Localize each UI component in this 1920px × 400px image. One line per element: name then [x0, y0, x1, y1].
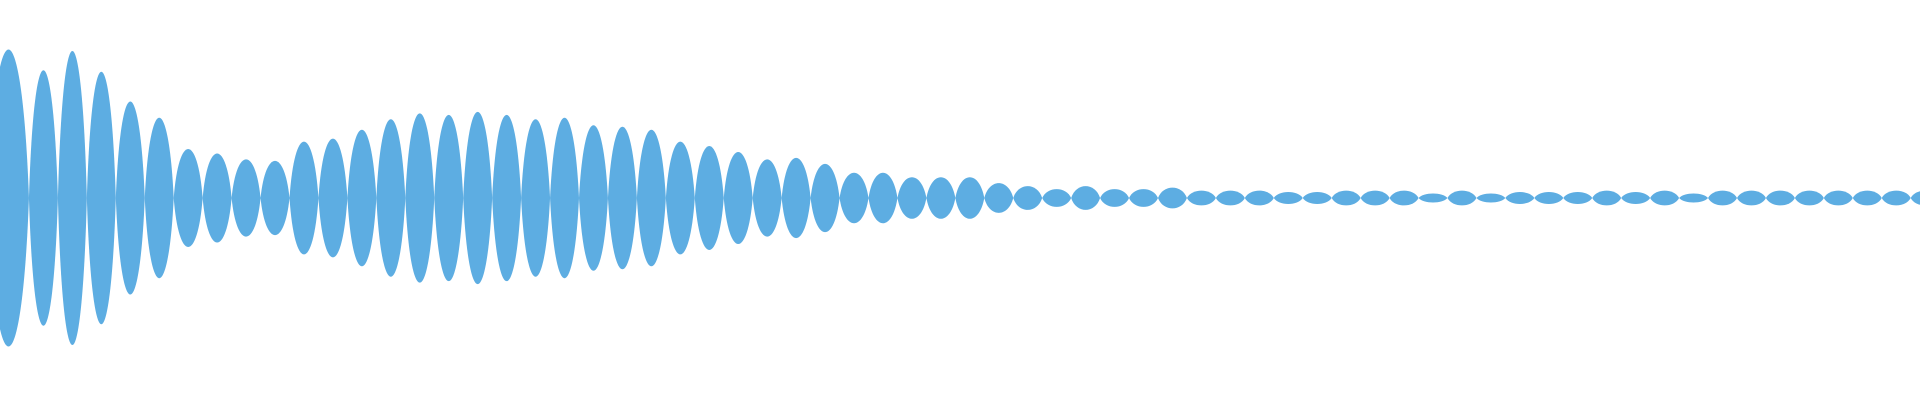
- waveform-lobe: [463, 111, 493, 285]
- waveform-lobe: [1244, 190, 1274, 206]
- waveform-lobe: [1708, 190, 1737, 206]
- waveform-lobe: [1852, 190, 1882, 206]
- waveform-lobe: [318, 138, 348, 258]
- waveform-lobe: [926, 177, 956, 219]
- waveform-lobe: [1881, 190, 1911, 206]
- waveform-lobe: [1302, 192, 1332, 204]
- waveform-lobe: [347, 129, 377, 267]
- waveform-lobe: [1389, 190, 1419, 206]
- waveform-lobe: [173, 148, 203, 248]
- waveform-lobe: [955, 177, 985, 219]
- waveform-lobe: [1505, 192, 1535, 204]
- waveform-lobe: [144, 117, 174, 279]
- waveform-lobe: [984, 183, 1014, 213]
- waveform-lobe: [1447, 190, 1477, 206]
- waveform-lobe: [579, 125, 608, 271]
- waveform-lobe: [1013, 186, 1043, 210]
- waveform-lobe: [1331, 190, 1361, 206]
- waveform-lobe: [868, 172, 898, 224]
- waveform-lobe: [1823, 190, 1853, 206]
- waveform-lobe: [434, 114, 464, 282]
- waveform-lobe: [752, 159, 782, 237]
- waveform-lobe: [86, 71, 116, 325]
- waveform-lobe: [492, 114, 522, 282]
- waveform-lobe: [550, 117, 579, 279]
- waveform-lobe: [1592, 190, 1622, 206]
- waveform-lobe: [1215, 190, 1245, 206]
- waveform-lobe: [839, 172, 869, 224]
- waveform-lobe: [1071, 186, 1101, 210]
- waveform-lobe: [723, 151, 753, 245]
- waveform-lobe: [1794, 190, 1824, 206]
- waveform-lobe: [665, 141, 695, 255]
- waveform-lobe: [1737, 190, 1766, 206]
- waveform-lobes: [0, 49, 1920, 347]
- waveform-lobe: [1186, 190, 1216, 206]
- waveform-lobe: [1158, 187, 1187, 209]
- waveform-lobe: [1129, 189, 1158, 207]
- waveform-lobe: [231, 159, 261, 237]
- waveform-lobe: [694, 146, 724, 250]
- waveform-lobe: [1679, 193, 1709, 203]
- waveform-lobe: [260, 160, 290, 236]
- waveform-lobe: [1534, 192, 1564, 204]
- waveform-lobe: [636, 129, 666, 267]
- waveform-lobe: [1765, 190, 1795, 206]
- waveform-lobe: [57, 50, 87, 346]
- waveform-lobe: [781, 157, 811, 239]
- waveform-lobe: [607, 126, 637, 270]
- waveform-lobe: [1360, 190, 1390, 206]
- waveform-lobe: [897, 177, 927, 219]
- waveform-lobe: [202, 153, 232, 243]
- waveform-lobe: [1621, 192, 1651, 204]
- waveform-lobe: [1273, 192, 1303, 204]
- waveform-lobe: [1563, 192, 1593, 204]
- waveform-lobe: [1650, 190, 1680, 206]
- waveform-lobe: [405, 113, 435, 283]
- waveform-lobe: [0, 49, 29, 347]
- waveform-lobe: [115, 101, 145, 295]
- waveform-lobe: [376, 119, 406, 277]
- waveform-lobe: [521, 119, 551, 277]
- waveform-lobe: [1042, 189, 1072, 207]
- waveform-lobe: [1910, 191, 1920, 205]
- waveform-lobe: [289, 141, 319, 255]
- waveform-lobe: [810, 163, 840, 233]
- waveform-lobe: [1476, 193, 1506, 203]
- waveform-lobe: [1418, 193, 1448, 203]
- waveform-lobe: [28, 70, 58, 326]
- waveform-lobe: [1100, 189, 1130, 207]
